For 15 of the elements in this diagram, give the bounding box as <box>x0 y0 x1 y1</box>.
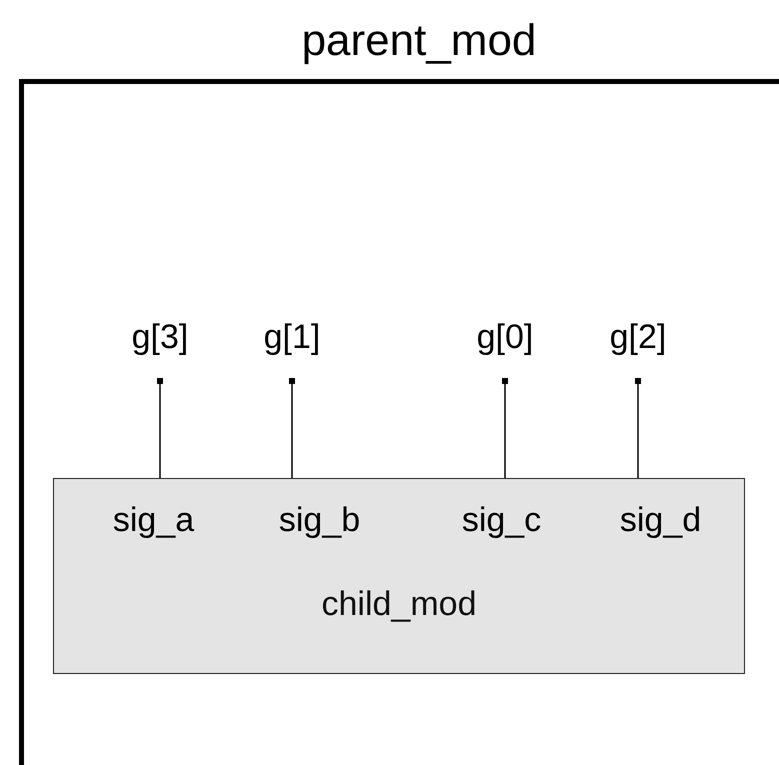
wire <box>502 378 508 478</box>
port-name: sig_c <box>462 501 542 541</box>
signal-name: g[0] <box>476 318 534 356</box>
signal-name: g[2] <box>610 318 666 356</box>
signal-name: g[1] <box>264 318 320 356</box>
port-name: sig_d <box>620 501 702 541</box>
submodule-box <box>53 478 745 674</box>
signal-name: g[3] <box>132 318 188 356</box>
wire <box>157 378 163 478</box>
module-name: child_mod <box>320 585 478 623</box>
wire <box>635 378 641 478</box>
module-name: parent_mod <box>300 16 538 66</box>
port-name: sig_a <box>112 501 194 541</box>
port-name: sig_b <box>278 501 360 541</box>
wire <box>289 378 295 478</box>
